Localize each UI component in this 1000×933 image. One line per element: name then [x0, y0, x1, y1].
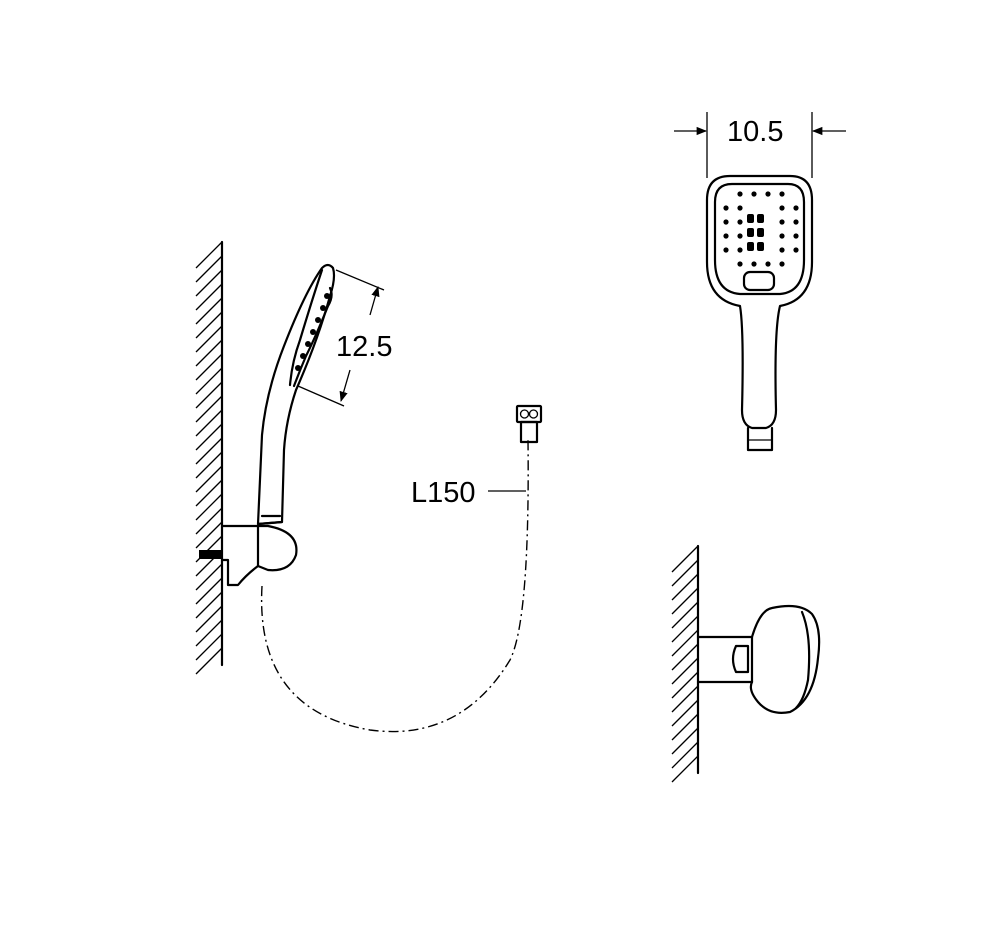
- nozzle-dot: [793, 219, 799, 225]
- hatch-line: [671, 727, 699, 755]
- hand-shower-side-view: [256, 263, 336, 526]
- hatch-line: [195, 521, 223, 549]
- hatch-line: [671, 573, 699, 601]
- nozzle-dot: [737, 205, 743, 211]
- dimension-hose-length: L150: [411, 477, 526, 509]
- hatch-line: [671, 685, 699, 713]
- hatch-line: [195, 451, 223, 479]
- hatch-line: [195, 619, 223, 647]
- hatch-line: [195, 633, 223, 661]
- hatch-line: [671, 587, 699, 615]
- hatch-line: [195, 283, 223, 311]
- hand-shower-front-view: [705, 174, 814, 452]
- nozzle-dot: [779, 233, 785, 239]
- hatch-line: [195, 577, 223, 605]
- hatch-line: [195, 255, 223, 283]
- right-wall: [671, 544, 700, 783]
- nozzle-dot: [751, 261, 757, 267]
- nozzle-dot: [793, 233, 799, 239]
- hatch-line: [195, 465, 223, 493]
- nozzle-dot: [793, 205, 799, 211]
- nozzle-dot: [779, 191, 785, 197]
- left-wall-hatching: [195, 241, 223, 675]
- nozzle-dot: [723, 247, 729, 253]
- hatch-line: [671, 699, 699, 727]
- nozzle-dot: [737, 233, 743, 239]
- nozzle-dot: [793, 247, 799, 253]
- hatch-line: [671, 615, 699, 643]
- hatch-line: [671, 657, 699, 685]
- hatch-line: [671, 671, 699, 699]
- hatch-line: [195, 367, 223, 395]
- hatch-line: [195, 241, 223, 269]
- hose-connector: [515, 404, 543, 444]
- nozzle-dot: [723, 219, 729, 225]
- head-width-label: 10.5: [727, 116, 783, 148]
- left-wall: [195, 240, 224, 675]
- nozzle-dot: [779, 205, 785, 211]
- front-nozzle-grid: [723, 191, 799, 267]
- hatch-line: [195, 591, 223, 619]
- hatch-line: [671, 629, 699, 657]
- hatch-line: [671, 713, 699, 741]
- nozzle-dot: [737, 219, 743, 225]
- nozzle-dot: [751, 191, 757, 197]
- head-length-label: 12.5: [336, 331, 392, 363]
- wall-holder-side-view: [199, 524, 298, 587]
- hatch-line: [671, 601, 699, 629]
- hatch-line: [671, 755, 699, 783]
- hatch-line: [195, 381, 223, 409]
- hatch-line: [195, 423, 223, 451]
- nozzle-dot: [723, 233, 729, 239]
- hatch-line: [671, 643, 699, 671]
- hose-length-label: L150: [411, 477, 476, 509]
- wall-holder-top-view: [696, 604, 821, 714]
- hatch-line: [195, 269, 223, 297]
- nozzle-dot: [723, 205, 729, 211]
- dimension-head-width: 10.5: [674, 112, 846, 178]
- hatch-line: [195, 563, 223, 591]
- hatch-line: [195, 325, 223, 353]
- center-spray-block: [747, 214, 764, 251]
- nozzle-dot: [737, 191, 743, 197]
- hatch-line: [195, 297, 223, 325]
- nozzle-dot: [737, 261, 743, 267]
- hatch-line: [671, 741, 699, 769]
- shower-hose: [260, 439, 529, 733]
- hatch-line: [671, 545, 699, 573]
- nozzle-dot: [765, 191, 771, 197]
- hatch-line: [195, 605, 223, 633]
- hatch-line: [195, 395, 223, 423]
- hatch-line: [195, 353, 223, 381]
- right-wall-hatching: [671, 545, 699, 783]
- nozzle-dot: [765, 261, 771, 267]
- hatch-line: [195, 409, 223, 437]
- hatch-line: [671, 559, 699, 587]
- hatch-line: [195, 339, 223, 367]
- hatch-line: [195, 493, 223, 521]
- hatch-line: [195, 647, 223, 675]
- nozzle-dot: [779, 261, 785, 267]
- hatch-line: [195, 507, 223, 535]
- hatch-line: [195, 437, 223, 465]
- nozzle-dots: [295, 293, 330, 371]
- nozzle-dot: [779, 247, 785, 253]
- dimension-head-length: 12.5: [297, 269, 392, 407]
- nozzle-dot: [779, 219, 785, 225]
- hatch-line: [195, 479, 223, 507]
- hatch-line: [195, 311, 223, 339]
- nozzle-dot: [737, 247, 743, 253]
